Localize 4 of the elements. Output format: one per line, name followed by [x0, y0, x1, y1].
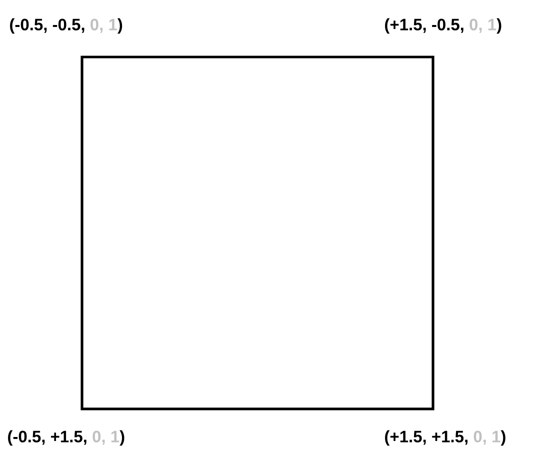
coordinate-label: (+1.5, +1.5, 0, 1): [385, 430, 506, 446]
coordinate-label: (-0.5, -0.5, 0, 1): [10, 18, 122, 34]
coordinate-label: (+1.5, -0.5, 0, 1): [385, 18, 502, 34]
coordinate-label: (-0.5, +1.5, 0, 1): [8, 430, 124, 446]
